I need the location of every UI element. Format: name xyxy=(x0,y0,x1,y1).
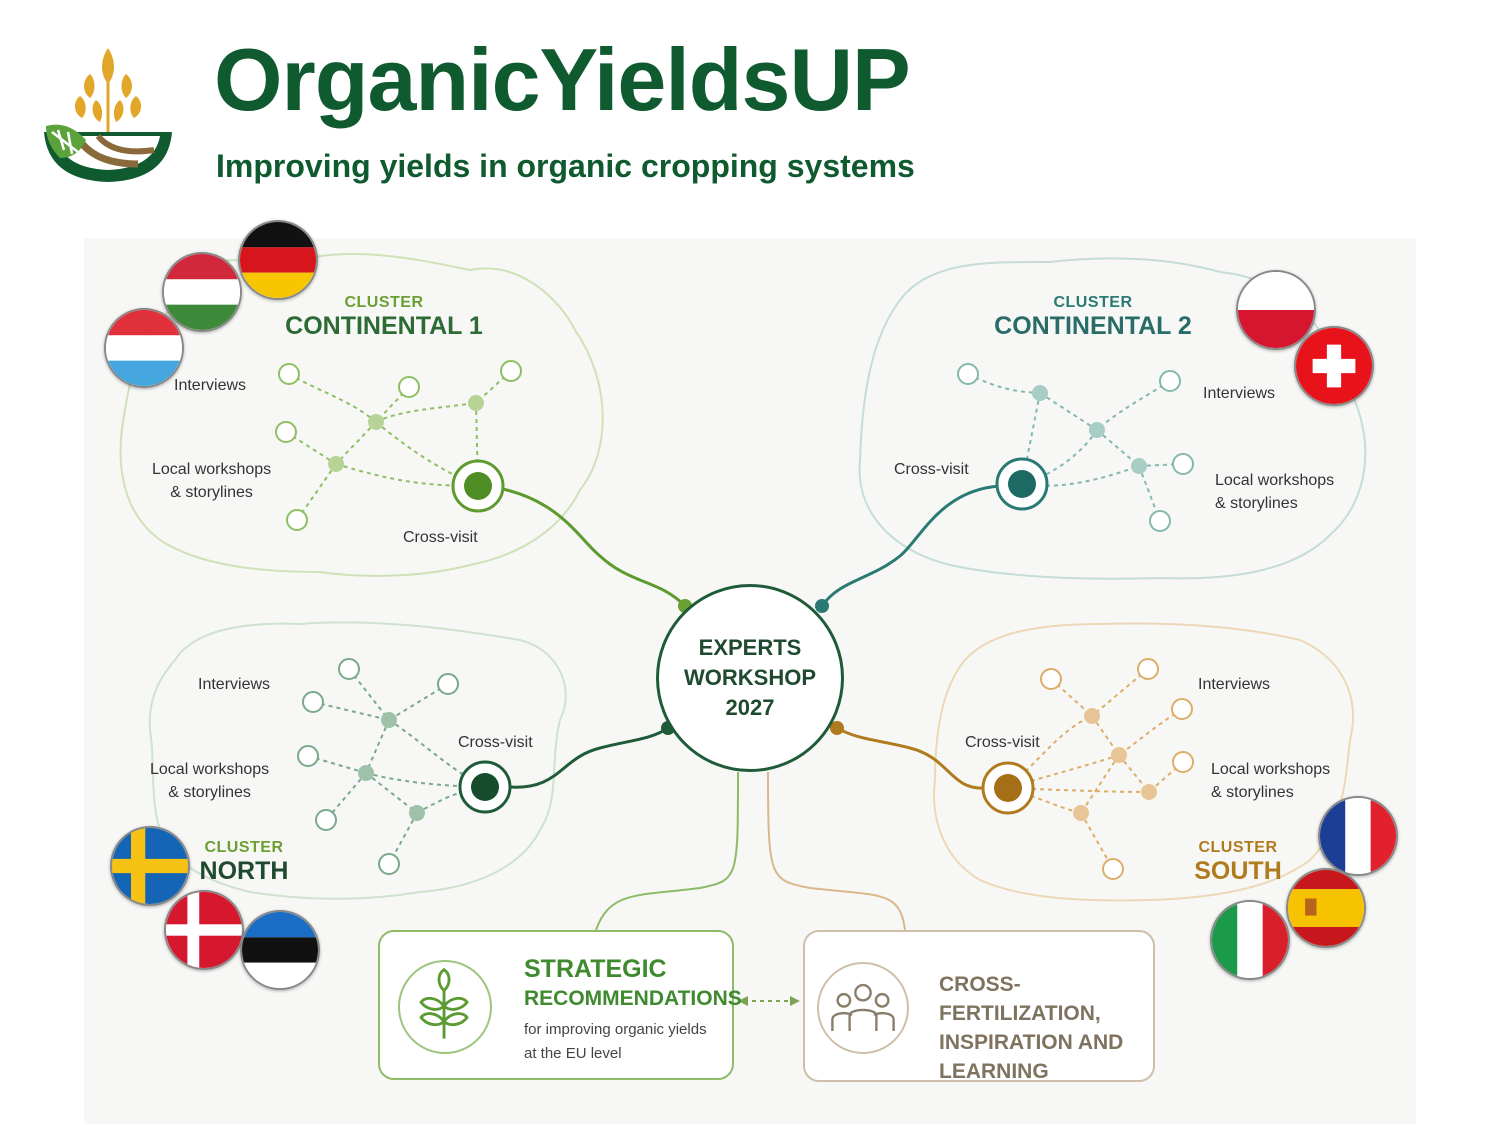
strategic-subtitle-line1: for improving organic yields xyxy=(524,1021,707,1038)
cluster-kicker: CLUSTER xyxy=(1053,294,1133,311)
center-line1: EXPERTS xyxy=(698,635,802,660)
plant-sprout-icon xyxy=(398,960,492,1054)
strategic-subtitle: for improving organic yields at the EU l… xyxy=(524,1018,707,1066)
cluster-continental2-blob xyxy=(858,257,1367,580)
cluster-name: SOUTH xyxy=(1194,857,1282,885)
cross-fertilization-box: CROSS-FERTILIZATION, INSPIRATION AND LEA… xyxy=(803,930,1155,1083)
brand-wordmark-main: OrganicYields xyxy=(214,30,790,129)
flag-spain-icon xyxy=(1286,868,1366,948)
flag-switzerland-icon xyxy=(1294,326,1374,406)
flag-sweden-icon xyxy=(110,826,190,906)
label-cross-visit: Cross-visit xyxy=(458,734,533,751)
experts-workshop-node: EXPERTS WORKSHOP 2027 xyxy=(656,584,844,772)
connector-center-crossfert xyxy=(767,771,906,931)
flag-hungary-icon xyxy=(162,252,242,332)
label-interviews: Interviews xyxy=(1198,676,1271,693)
brand-wordmark: OrganicYieldsUP xyxy=(214,36,911,124)
crossfert-title-line2: INSPIRATION AND xyxy=(939,1031,1124,1054)
label-interviews: Interviews xyxy=(1203,385,1276,402)
people-group-icon xyxy=(817,962,909,1054)
cluster-kicker: CLUSTER xyxy=(344,294,424,311)
cluster-kicker: CLUSTER xyxy=(204,839,284,856)
connector-dot-south xyxy=(830,721,844,735)
flag-italy-icon xyxy=(1210,900,1290,980)
strategic-title: STRATEGIC RECOMMENDATIONS xyxy=(524,954,742,1014)
cluster-south-blob xyxy=(933,622,1354,902)
flag-luxembourg-icon xyxy=(104,308,184,388)
network-south xyxy=(1007,668,1184,870)
nodes-continental2 xyxy=(957,363,1194,532)
connector-continental1 xyxy=(497,486,687,608)
strategic-subtitle-line2: at the EU level xyxy=(524,1045,622,1062)
label-local-workshops-line1: Local workshops xyxy=(152,461,272,478)
cluster-south-label: CLUSTER SOUTH xyxy=(1188,839,1288,886)
center-line3: 2027 xyxy=(725,695,775,720)
cluster-name: NORTH xyxy=(199,857,289,885)
nodes-north xyxy=(297,658,512,875)
cluster-name: CONTINENTAL 1 xyxy=(285,312,483,340)
crossfert-title: CROSS-FERTILIZATION, INSPIRATION AND LEA… xyxy=(939,970,1153,1086)
label-interviews: Interviews xyxy=(198,676,271,693)
connector-south xyxy=(836,726,986,790)
cluster-continental1-blob xyxy=(119,253,604,577)
connector-north xyxy=(509,726,669,789)
arrow-head-left xyxy=(738,996,748,1006)
cluster-north-blob xyxy=(148,621,567,900)
label-cross-visit: Cross-visit xyxy=(403,529,478,546)
label-cross-visit: Cross-visit xyxy=(894,461,969,478)
network-north xyxy=(307,668,486,865)
flag-poland-icon xyxy=(1236,270,1316,350)
cluster-north-label: CLUSTER NORTH xyxy=(194,839,294,886)
label-local-workshops: Local workshops & storylines xyxy=(152,458,271,504)
connector-dot-continental2 xyxy=(815,599,829,613)
arrow-head-right xyxy=(790,996,800,1006)
crossfert-title-line3: LEARNING xyxy=(939,1060,1049,1083)
tagline: Improving yields in organic cropping sys… xyxy=(216,148,915,184)
label-local-workshops: Local workshops & storylines xyxy=(1211,758,1330,804)
strategic-recommendations-box: STRATEGIC RECOMMENDATIONS for improving … xyxy=(378,930,742,1080)
nodes-south xyxy=(981,658,1194,880)
label-local-workshops-line2: & storylines xyxy=(1211,784,1294,801)
flag-denmark-icon xyxy=(164,890,244,970)
label-interviews: Interviews xyxy=(174,377,247,394)
organicyieldsup-logo xyxy=(38,40,178,185)
label-local-workshops-line2: & storylines xyxy=(170,484,253,501)
flag-france-icon xyxy=(1318,796,1398,876)
center-line2: WORKSHOP xyxy=(684,665,816,690)
label-local-workshops: Local workshops & storylines xyxy=(150,758,269,804)
header: OrganicYieldsUP Improving yields in orga… xyxy=(0,0,1500,200)
strategic-title-line1: STRATEGIC xyxy=(524,955,667,983)
label-local-workshops-line2: & storylines xyxy=(168,784,251,801)
nodes-continental1 xyxy=(275,360,522,531)
label-local-workshops: Local workshops & storylines xyxy=(1215,469,1334,515)
label-local-workshops-line2: & storylines xyxy=(1215,495,1298,512)
crossfert-title-line1: CROSS-FERTILIZATION, xyxy=(939,973,1101,1025)
connector-continental2 xyxy=(820,484,1001,607)
connector-center-strategic xyxy=(595,771,739,931)
flag-germany-icon xyxy=(238,220,318,300)
cluster-kicker: CLUSTER xyxy=(1198,839,1278,856)
cluster-name: CONTINENTAL 2 xyxy=(994,312,1192,340)
flag-estonia-icon xyxy=(240,910,320,990)
label-local-workshops-line1: Local workshops xyxy=(150,761,270,778)
cluster-continental2-label: CLUSTER CONTINENTAL 2 xyxy=(985,294,1201,341)
brand-wordmark-up: UP xyxy=(789,30,911,129)
strategic-title-line2: RECOMMENDATIONS xyxy=(524,987,742,1010)
label-local-workshops-line1: Local workshops xyxy=(1211,761,1331,778)
cluster-continental1-label: CLUSTER CONTINENTAL 1 xyxy=(284,294,484,341)
label-local-workshops-line1: Local workshops xyxy=(1215,472,1335,489)
label-cross-visit: Cross-visit xyxy=(965,734,1040,751)
